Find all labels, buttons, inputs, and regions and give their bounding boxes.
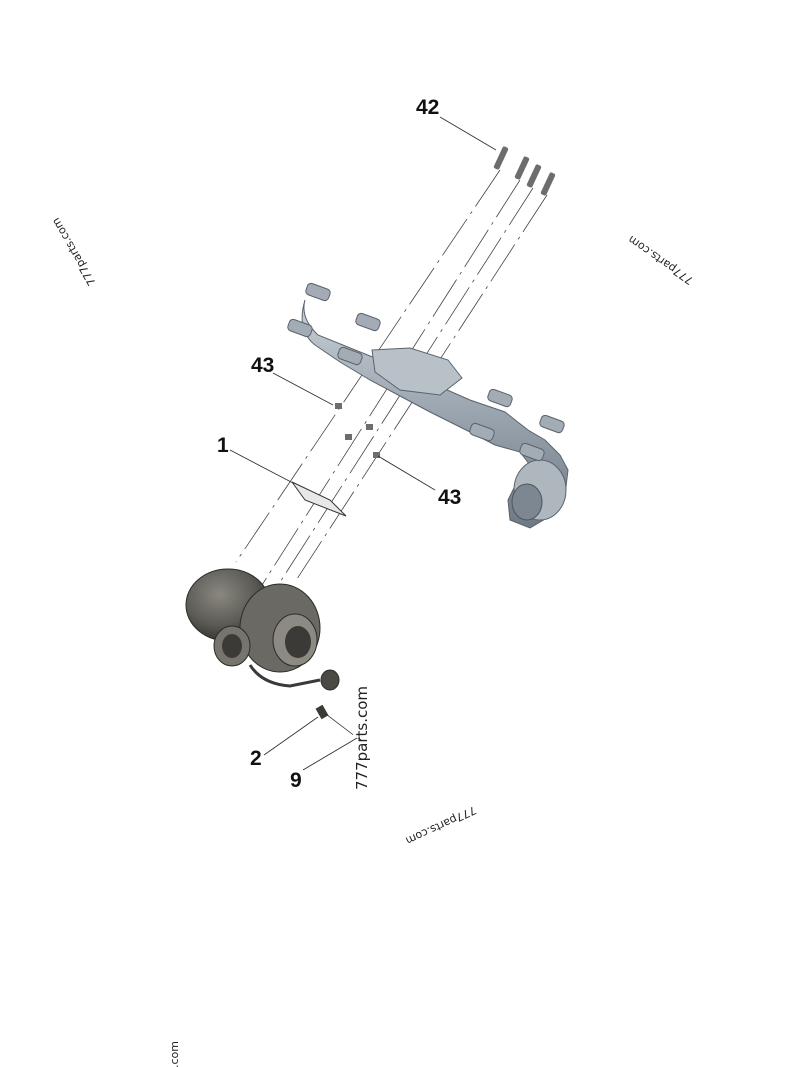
callout-2: 2 — [250, 747, 262, 770]
watermark-right: 777parts.com — [626, 233, 696, 287]
callout-42: 42 — [416, 96, 439, 119]
callout-43-top: 43 — [251, 354, 274, 377]
watermark-left: 777parts.com — [49, 215, 98, 288]
turbocharger — [185, 568, 340, 720]
callout-43-bottom: 43 — [438, 486, 461, 509]
watermark-center: 777parts.com — [353, 686, 371, 790]
watermark-bottom-left: .com — [168, 1041, 181, 1067]
watermark-bottom: 777parts.com — [404, 803, 479, 847]
gasket — [291, 481, 347, 517]
callout-1: 1 — [217, 434, 229, 457]
studs-group — [493, 146, 556, 196]
exhaust-manifold — [287, 282, 569, 529]
leader-lines — [229, 116, 497, 771]
nuts-group — [335, 403, 380, 458]
callout-9: 9 — [290, 769, 302, 792]
